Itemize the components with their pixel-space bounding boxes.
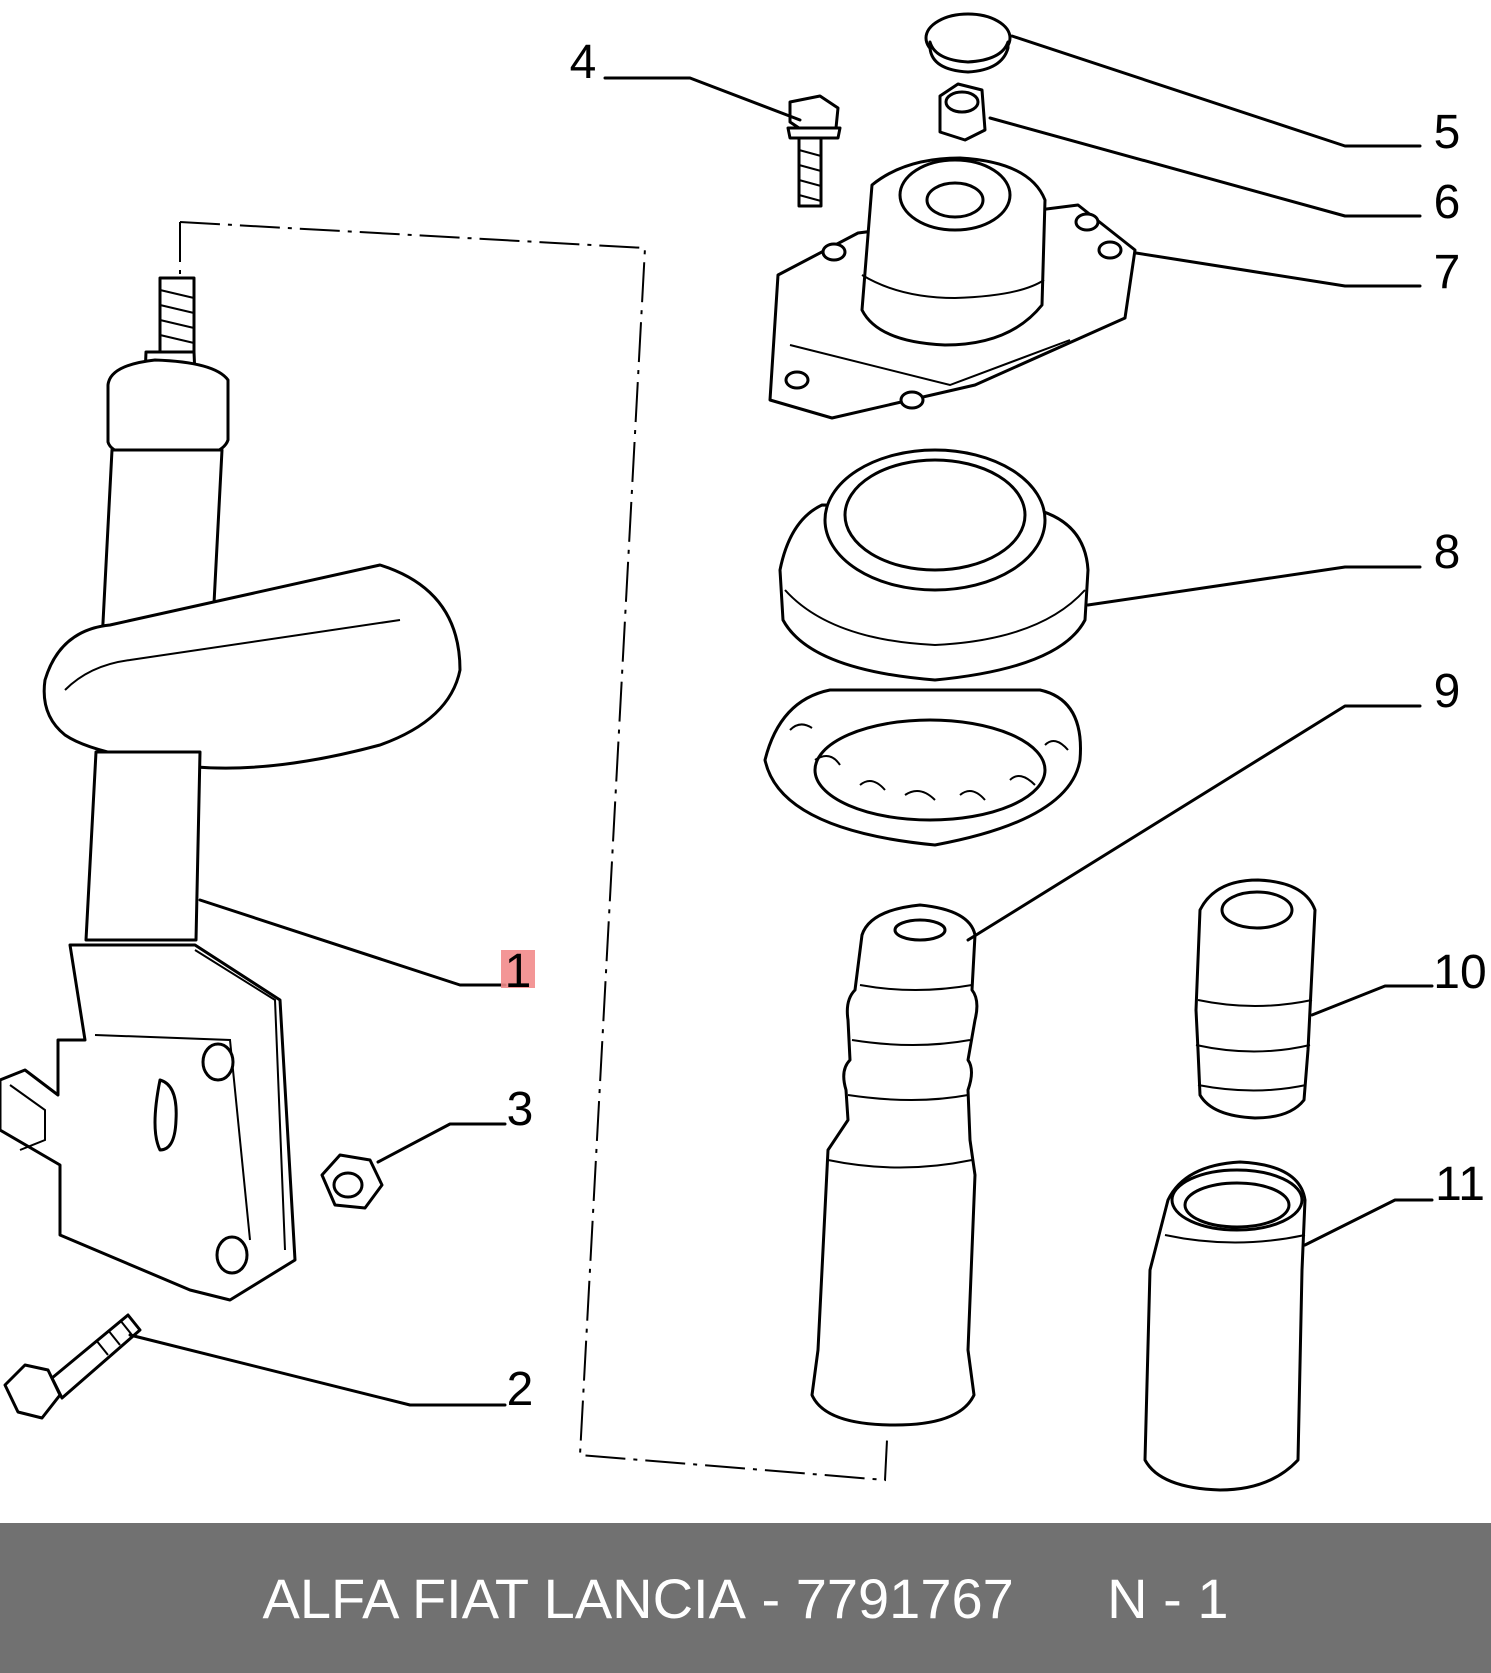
footer-part-number: 7791767 bbox=[795, 1566, 1014, 1630]
part-11-dust-cover bbox=[1143, 1160, 1307, 1492]
callout-6: 6 bbox=[1434, 176, 1461, 229]
callout-10: 10 bbox=[1433, 946, 1486, 999]
part-5-cap bbox=[924, 12, 1012, 74]
leader-6 bbox=[988, 116, 1422, 218]
callout-2: 2 bbox=[507, 1363, 534, 1416]
exploded-suspension-diagram: 1 2 3 4 5 6 7 8 9 10 11 bbox=[0, 12, 1487, 1492]
leader-7 bbox=[1134, 251, 1422, 288]
callout-9: 9 bbox=[1434, 665, 1461, 718]
callout-1-highlight bbox=[501, 950, 535, 988]
leader-8 bbox=[1086, 565, 1422, 607]
leader-2 bbox=[128, 1333, 507, 1407]
footer-position: N - 1 bbox=[1107, 1566, 1229, 1630]
part-8-bearing bbox=[778, 448, 1090, 682]
callout-7: 7 bbox=[1434, 246, 1461, 299]
leader-lines bbox=[128, 34, 1434, 1407]
leader-1 bbox=[198, 898, 507, 987]
part-3-nut bbox=[320, 1153, 384, 1210]
footer-banner: ALFA FIAT LANCIA - 7791767 N - 1 bbox=[0, 1523, 1491, 1673]
footer-brand: ALFA FIAT LANCIA bbox=[262, 1566, 746, 1630]
part-6-nut bbox=[938, 82, 987, 142]
leader-4 bbox=[603, 76, 802, 122]
callout-labels: 1 2 3 4 5 6 7 8 9 10 11 bbox=[505, 36, 1487, 1416]
part-10-bump-stop bbox=[1194, 878, 1317, 1120]
callout-4: 4 bbox=[570, 36, 597, 89]
leader-5 bbox=[1010, 34, 1422, 148]
footer-separator: - bbox=[745, 1566, 796, 1630]
assembly-bracket bbox=[179, 221, 888, 1482]
part-4-bolt bbox=[786, 94, 842, 208]
leader-9 bbox=[966, 704, 1422, 942]
part-9-dust-boot bbox=[763, 688, 1082, 1427]
part-1-shock-absorber-strut bbox=[0, 276, 462, 1302]
leader-11 bbox=[1303, 1198, 1434, 1247]
part-2-bolt bbox=[3, 1313, 142, 1420]
callout-8: 8 bbox=[1434, 526, 1461, 579]
footer-gap bbox=[1014, 1566, 1107, 1631]
callout-11: 11 bbox=[1435, 1158, 1485, 1211]
callout-1: 1 bbox=[505, 945, 532, 998]
part-7-top-mount bbox=[768, 156, 1137, 420]
callout-5: 5 bbox=[1434, 106, 1461, 159]
callout-3: 3 bbox=[507, 1083, 534, 1136]
leader-10 bbox=[1310, 984, 1434, 1017]
leader-3 bbox=[376, 1122, 507, 1164]
